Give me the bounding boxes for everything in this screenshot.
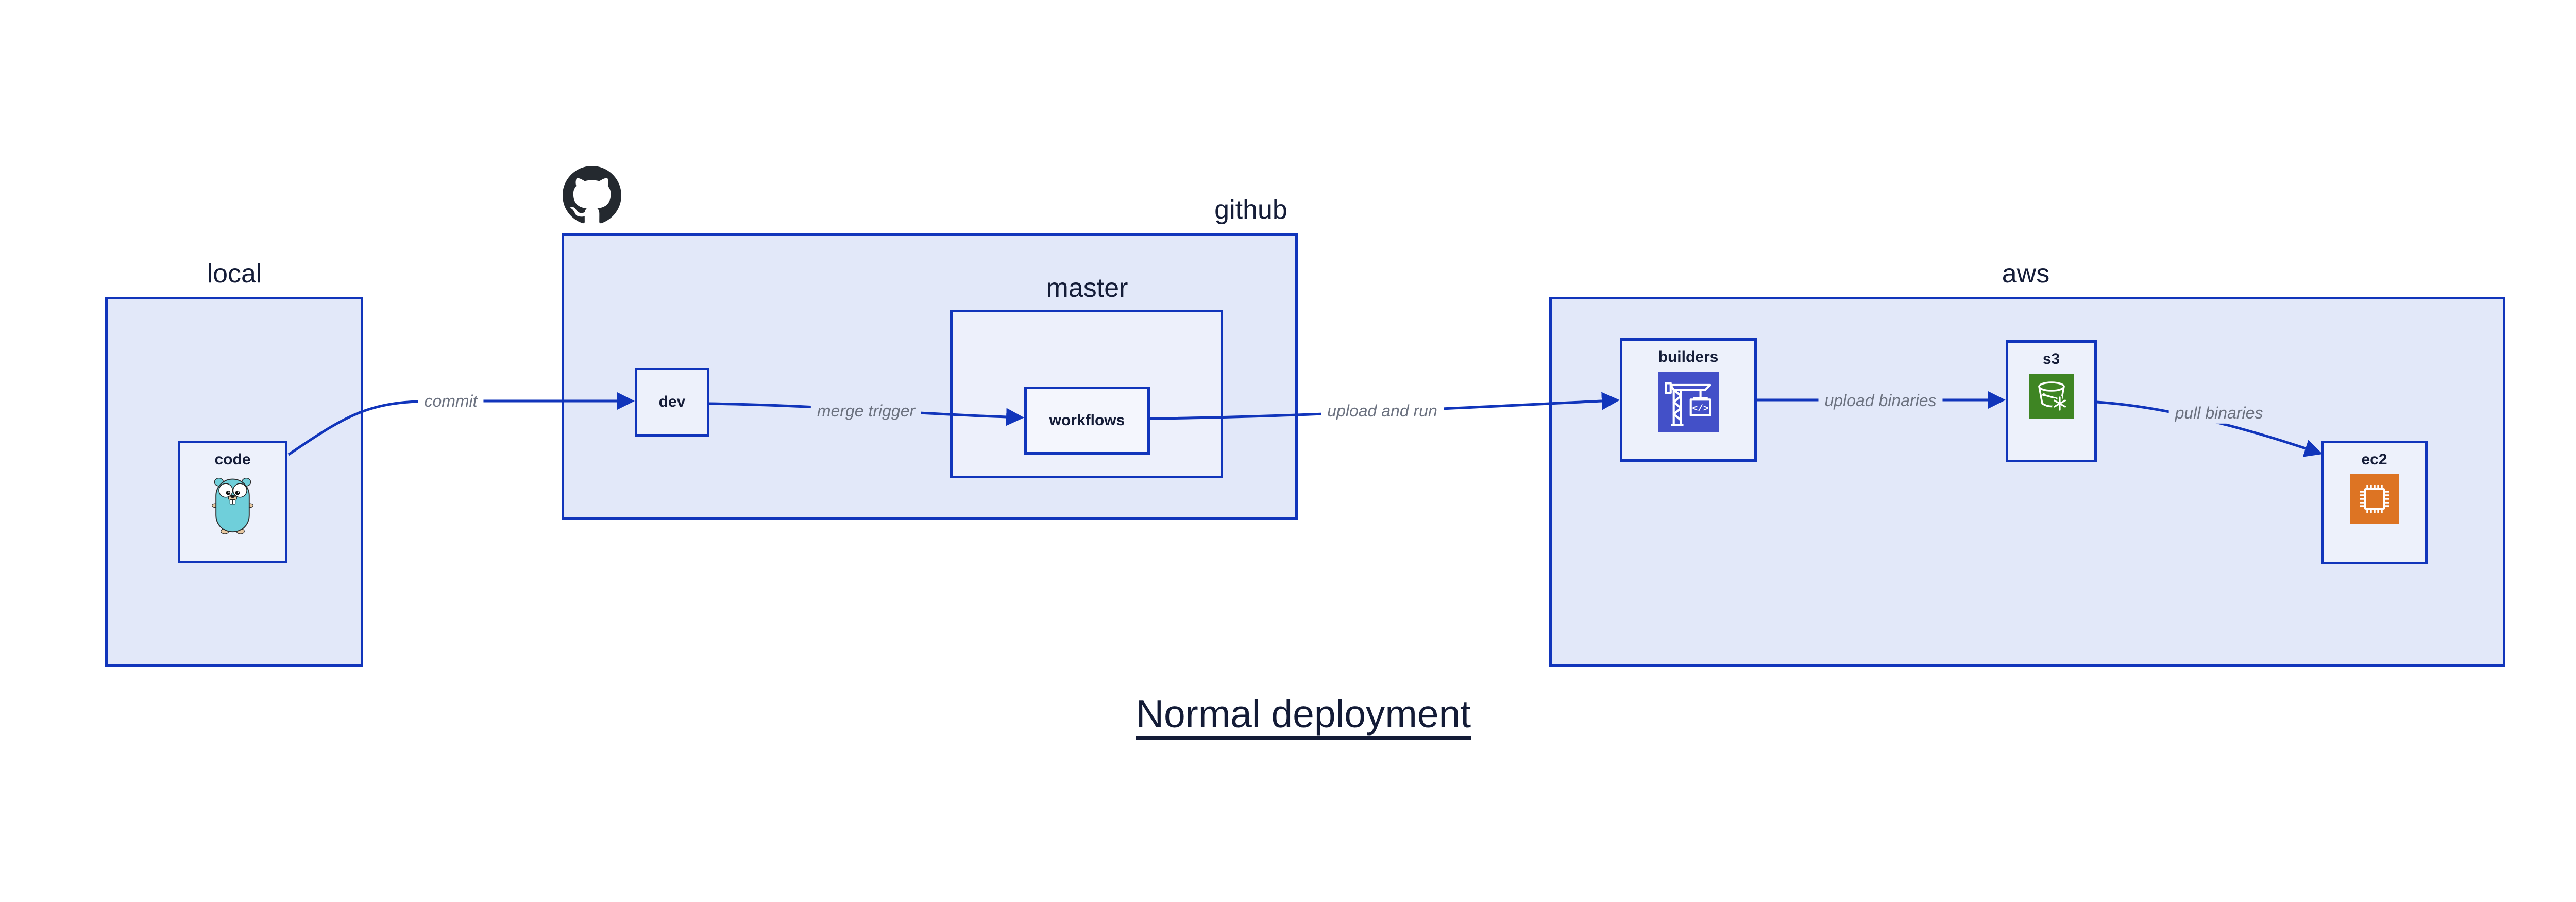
edge-label-upload-binaries: upload binaries bbox=[1818, 389, 1943, 412]
node-workflows-label: workflows bbox=[1049, 412, 1125, 429]
go-gopher-icon bbox=[208, 474, 257, 535]
cluster-label-local: local bbox=[207, 259, 262, 289]
cluster-label-aws: aws bbox=[2002, 259, 2050, 289]
ec2-chip-icon bbox=[2349, 474, 2399, 524]
edge-label-upload-and-run: upload and run bbox=[1321, 399, 1444, 422]
node-ec2-label: ec2 bbox=[2361, 451, 2387, 468]
cluster-label-github: github bbox=[1214, 195, 1287, 225]
node-dev: dev bbox=[635, 368, 709, 437]
edge-label-commit: commit bbox=[418, 390, 484, 412]
codebuild-crane-icon: </> bbox=[1658, 372, 1719, 432]
node-dev-label: dev bbox=[658, 393, 686, 410]
node-builders-label: builders bbox=[1658, 348, 1719, 365]
edge-label-pull-binaries: pull binaries bbox=[2168, 402, 2269, 424]
node-workflows: workflows bbox=[1024, 387, 1150, 455]
node-code: code bbox=[178, 441, 287, 563]
edge-label-merge-trigger: merge trigger bbox=[810, 399, 922, 422]
node-s3: s3 bbox=[2006, 340, 2097, 462]
diagram-caption: Normal deployment bbox=[1136, 692, 1471, 736]
node-s3-label: s3 bbox=[2042, 350, 2060, 368]
node-ec2: ec2 bbox=[2321, 441, 2428, 564]
node-code-label: code bbox=[214, 451, 251, 468]
s3-glacier-bucket-icon bbox=[2028, 374, 2074, 419]
node-builders: builders </> bbox=[1620, 338, 1757, 462]
cluster-label-master: master bbox=[1046, 273, 1128, 303]
svg-text:</>: </> bbox=[1692, 404, 1709, 414]
github-octocat-icon bbox=[563, 166, 621, 225]
